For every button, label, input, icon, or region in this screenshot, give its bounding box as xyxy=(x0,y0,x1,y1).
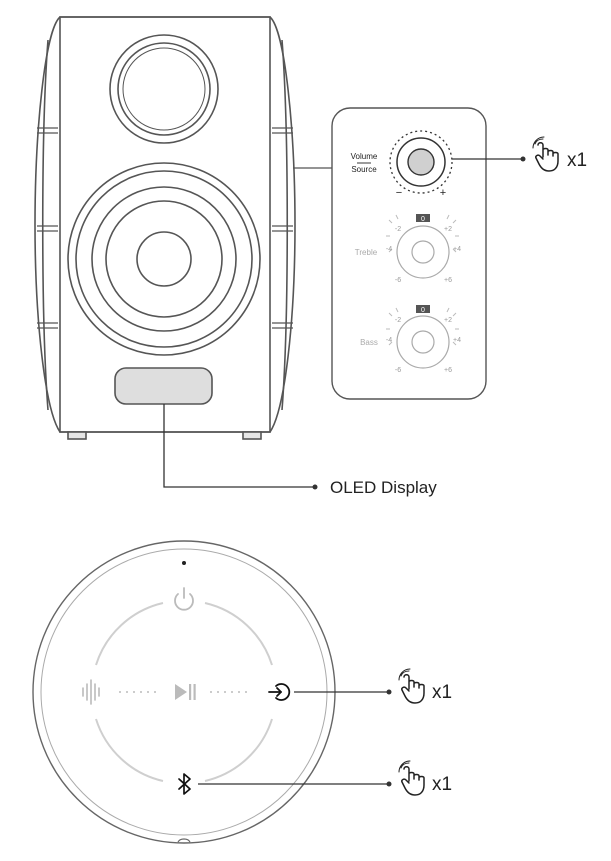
treble-scale-m6: -6 xyxy=(395,277,401,284)
speaker-side-grooves xyxy=(37,127,293,329)
power-icon[interactable] xyxy=(174,587,194,611)
source-press-count: x1 xyxy=(432,682,452,703)
bass-scale-m6: -6 xyxy=(395,367,401,374)
control-panel-outline xyxy=(331,107,487,400)
volume-plus-sign: + xyxy=(440,187,446,199)
bass-scale-zero: 0 xyxy=(421,307,425,314)
arc-upper-right xyxy=(204,602,273,666)
woofer xyxy=(67,162,261,356)
treble-scale-p6: +6 xyxy=(444,277,452,284)
bass-scale-p6: +6 xyxy=(444,367,452,374)
volume-label: Volume xyxy=(351,152,378,161)
speaker-front-view xyxy=(34,16,296,440)
bluetooth-press-callout: x1 xyxy=(198,760,452,796)
bluetooth-leader-dot xyxy=(386,781,392,787)
source-input-icon[interactable] xyxy=(268,683,291,701)
tap-hand-icon xyxy=(398,760,425,796)
treble-label: Treble xyxy=(355,248,378,257)
speaker-front-face xyxy=(59,16,271,433)
treble-scale-zero: 0 xyxy=(421,216,425,223)
knob-leader-dot xyxy=(520,156,526,162)
treble-scale-m2: -2 xyxy=(395,226,401,233)
bass-scale-p2: +2 xyxy=(444,317,452,324)
bass-ticks xyxy=(386,307,459,346)
bass-knob-group: 0 -2 +2 -4 +4 -6 +6 Bass xyxy=(360,305,461,374)
treble-scale-m4: -4 xyxy=(386,246,392,253)
bluetooth-icon[interactable] xyxy=(178,773,191,795)
speaker-foot-left xyxy=(67,431,87,440)
volume-minus-sign: − xyxy=(396,187,402,199)
oled-leader-line xyxy=(163,404,315,488)
volume-source-knob-group: Volume Source − + xyxy=(351,130,453,199)
tap-hand-icon xyxy=(398,668,425,704)
source-press-callout: x1 xyxy=(294,668,452,704)
treble-knob-outer xyxy=(396,225,450,279)
top-panel-bottom-notch xyxy=(177,838,191,843)
treble-scale-p2: +2 xyxy=(444,226,452,233)
bass-zero-marker xyxy=(416,305,430,313)
knob-press-count: x1 xyxy=(567,150,587,171)
treble-ticks xyxy=(386,214,459,253)
volume-knob-dotted-ring xyxy=(389,130,453,194)
rear-control-panel: Volume Source − + 0 -2 +2 -4 xyxy=(331,107,487,400)
play-pause-icon[interactable] xyxy=(175,684,196,700)
bass-scale-m4: -4 xyxy=(386,337,392,344)
arc-lower-right xyxy=(204,718,273,782)
treble-knob[interactable] xyxy=(411,240,435,264)
top-control-panel xyxy=(32,540,336,844)
speaker-side-seam-left xyxy=(41,39,49,411)
tap-hand-icon xyxy=(532,136,559,172)
arc-upper-left xyxy=(95,602,164,666)
bass-knob-outer xyxy=(396,315,450,369)
tweeter xyxy=(109,34,219,144)
bass-knob[interactable] xyxy=(411,330,435,354)
oled-leader-dot xyxy=(312,484,318,490)
speaker-foot-right xyxy=(242,431,262,440)
oled-display-label: OLED Display xyxy=(330,478,437,497)
treble-knob-group: 0 -2 +2 -4 +4 -6 +6 Treble xyxy=(355,214,461,284)
source-label: Source xyxy=(351,165,377,174)
bass-label: Bass xyxy=(360,338,378,347)
arc-lower-left xyxy=(95,718,164,782)
oled-callout: OLED Display xyxy=(163,404,437,497)
treble-zero-marker xyxy=(416,214,430,222)
top-panel-indicator-dot xyxy=(182,561,186,565)
treble-scale-p4: +4 xyxy=(453,246,461,253)
oled-display-window xyxy=(114,367,213,405)
bass-scale-m2: -2 xyxy=(395,317,401,324)
bluetooth-press-count: x1 xyxy=(432,774,452,795)
source-leader-dot xyxy=(386,689,392,695)
touch-arcs xyxy=(95,602,273,782)
speaker-side-seam-right xyxy=(281,39,289,411)
bass-scale-p4: +4 xyxy=(453,337,461,344)
volume-source-knob[interactable] xyxy=(407,148,435,176)
knob-press-callout: x1 xyxy=(452,136,587,172)
sound-wave-icon[interactable] xyxy=(82,679,100,705)
